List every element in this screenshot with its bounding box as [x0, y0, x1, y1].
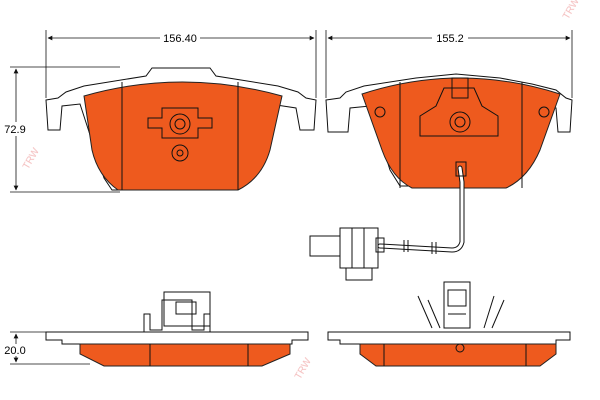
svg-text:TRW: TRW [293, 356, 314, 382]
right-pad-front [325, 73, 573, 189]
trw-watermark: TRW TRW TRW [21, 0, 582, 382]
dimension-height-label: 72.9 [4, 124, 25, 136]
dimension-thickness: 20.0 [2, 331, 90, 365]
left-pad-piston-mark [171, 144, 189, 162]
dimension-height: 72.9 [2, 66, 120, 193]
svg-text:TRW: TRW [561, 0, 582, 22]
right-pad-side-friction [359, 343, 557, 367]
dimension-width-left: 156.40 [45, 30, 317, 98]
svg-text:TRW: TRW [21, 146, 42, 172]
left-pad-clip-boss [169, 113, 191, 135]
left-pad-side-friction [79, 343, 291, 367]
dimension-width-right-label: 155.2 [436, 33, 464, 45]
wear-sensor [309, 161, 467, 281]
right-pad-side [327, 281, 571, 367]
dimension-width-right: 155.2 [325, 30, 573, 98]
wear-sensor-cable-ties [403, 240, 437, 254]
dimension-width-left-label: 156.40 [163, 33, 197, 45]
wear-sensor-connector [309, 227, 385, 281]
left-pad-front [45, 67, 317, 191]
right-pad-clip-boss [449, 111, 471, 133]
left-pad-side [45, 291, 309, 367]
dimension-thickness-label: 20.0 [4, 345, 25, 357]
right-pad-hole-right [538, 106, 550, 118]
right-pad-hole-left [374, 106, 386, 118]
left-pad-friction [83, 81, 283, 191]
right-pad-friction [361, 77, 561, 189]
